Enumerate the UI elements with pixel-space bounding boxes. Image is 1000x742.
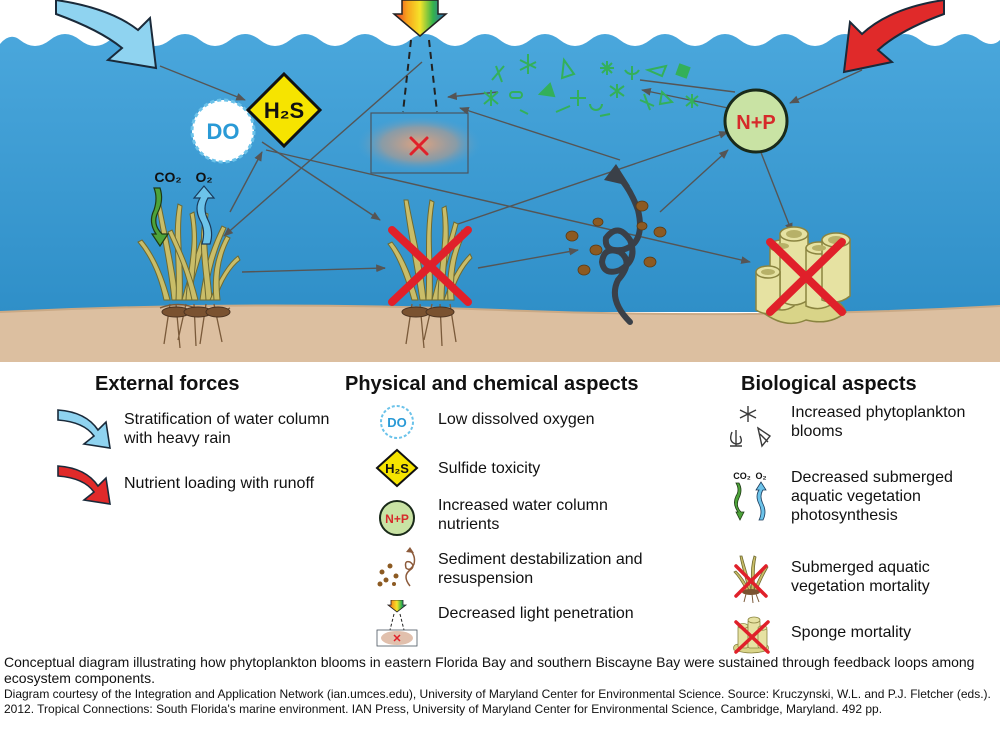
light-icon: [376, 600, 418, 647]
do-label: DO: [207, 119, 240, 144]
do-indicator: DO: [190, 98, 256, 164]
sediment-resuspension: [565, 164, 667, 325]
seagrass-mortality-icon: [733, 555, 769, 604]
svg-text:CO₂: CO₂: [733, 471, 751, 481]
svg-text:O₂: O₂: [756, 471, 767, 481]
svg-text:N+P: N+P: [385, 512, 409, 526]
svg-text:DO: DO: [387, 415, 407, 430]
feedback-arrows: [159, 61, 863, 273]
np-icon: N+P: [379, 500, 415, 536]
nutrient-runoff-arrow: [842, 0, 945, 74]
h2s-label: H₂S: [264, 98, 304, 123]
legend-physical-item-do: Low dissolved oxygen: [438, 411, 595, 428]
light-penetration-arrow: [391, 0, 449, 113]
co2-o2-icon: CO₂ O₂: [733, 471, 767, 521]
o2-label: O₂: [195, 169, 212, 185]
sediment-icon: [377, 547, 416, 587]
np-label: N+P: [736, 112, 775, 134]
o2-arrow-icon: [192, 185, 216, 245]
legend-heading-external-forces: External forces: [95, 373, 240, 395]
co2-label: CO₂: [154, 169, 181, 185]
legend-biological-item-sav-mortality: Submerged aquatic vegetation mortality: [791, 559, 930, 595]
legend-heading-biological: Biological aspects: [741, 373, 917, 395]
runoff-arrow-icon: [57, 465, 111, 505]
legend-physical-item-sediment: Sediment destabilization and resuspensio…: [438, 551, 643, 587]
reduced-light-box: [357, 112, 481, 174]
figure-caption: Conceptual diagram illustrating how phyt…: [4, 654, 996, 717]
legend-biological-item-sponge-mortality: Sponge mortality: [791, 624, 912, 641]
do-icon: DO: [380, 405, 414, 439]
rain-arrow-icon: [57, 409, 111, 449]
np-indicator: N+P: [723, 88, 789, 154]
h2s-icon: H₂S: [375, 448, 419, 488]
legend-external-item-rain: Stratification of water column with heav…: [124, 411, 330, 447]
caption-main: Conceptual diagram illustrating how phyt…: [4, 654, 975, 686]
sponge-mortality: [755, 226, 851, 325]
h2s-indicator: H₂S: [245, 71, 323, 149]
seagrass-mortality: [387, 199, 473, 349]
sponge-mortality-icon: [733, 616, 770, 654]
seagrass-healthy: CO₂ O₂: [137, 169, 241, 349]
legend-physical-item-light: Decreased light penetration: [438, 605, 634, 622]
legend-physical-item-h2s: Sulfide toxicity: [438, 460, 541, 477]
svg-text:H₂S: H₂S: [385, 461, 409, 476]
legend-heading-physical-chemical: Physical and chemical aspects: [345, 373, 639, 395]
phytoplankton-bloom: [483, 54, 699, 117]
ecosystem-diagram: DO H₂S N+P: [0, 0, 1000, 362]
caption-credit: Diagram courtesy of the Integration and …: [4, 687, 991, 716]
legend-biological-item-phytoplankton: Increased phytoplankton blooms: [791, 404, 966, 440]
legend: External forces Stratification of water …: [0, 362, 1000, 654]
legend-physical-item-np: Increased water column nutrients: [438, 497, 608, 533]
phytoplankton-icon: [729, 406, 772, 448]
co2-arrow-icon: [150, 187, 170, 248]
sediment-floor: [0, 305, 1000, 362]
legend-biological-item-photosynthesis: Decreased submerged aquatic vegetation p…: [791, 469, 953, 524]
rain-stratification-arrow: [55, 0, 158, 70]
legend-external-item-runoff: Nutrient loading with runoff: [124, 475, 315, 492]
